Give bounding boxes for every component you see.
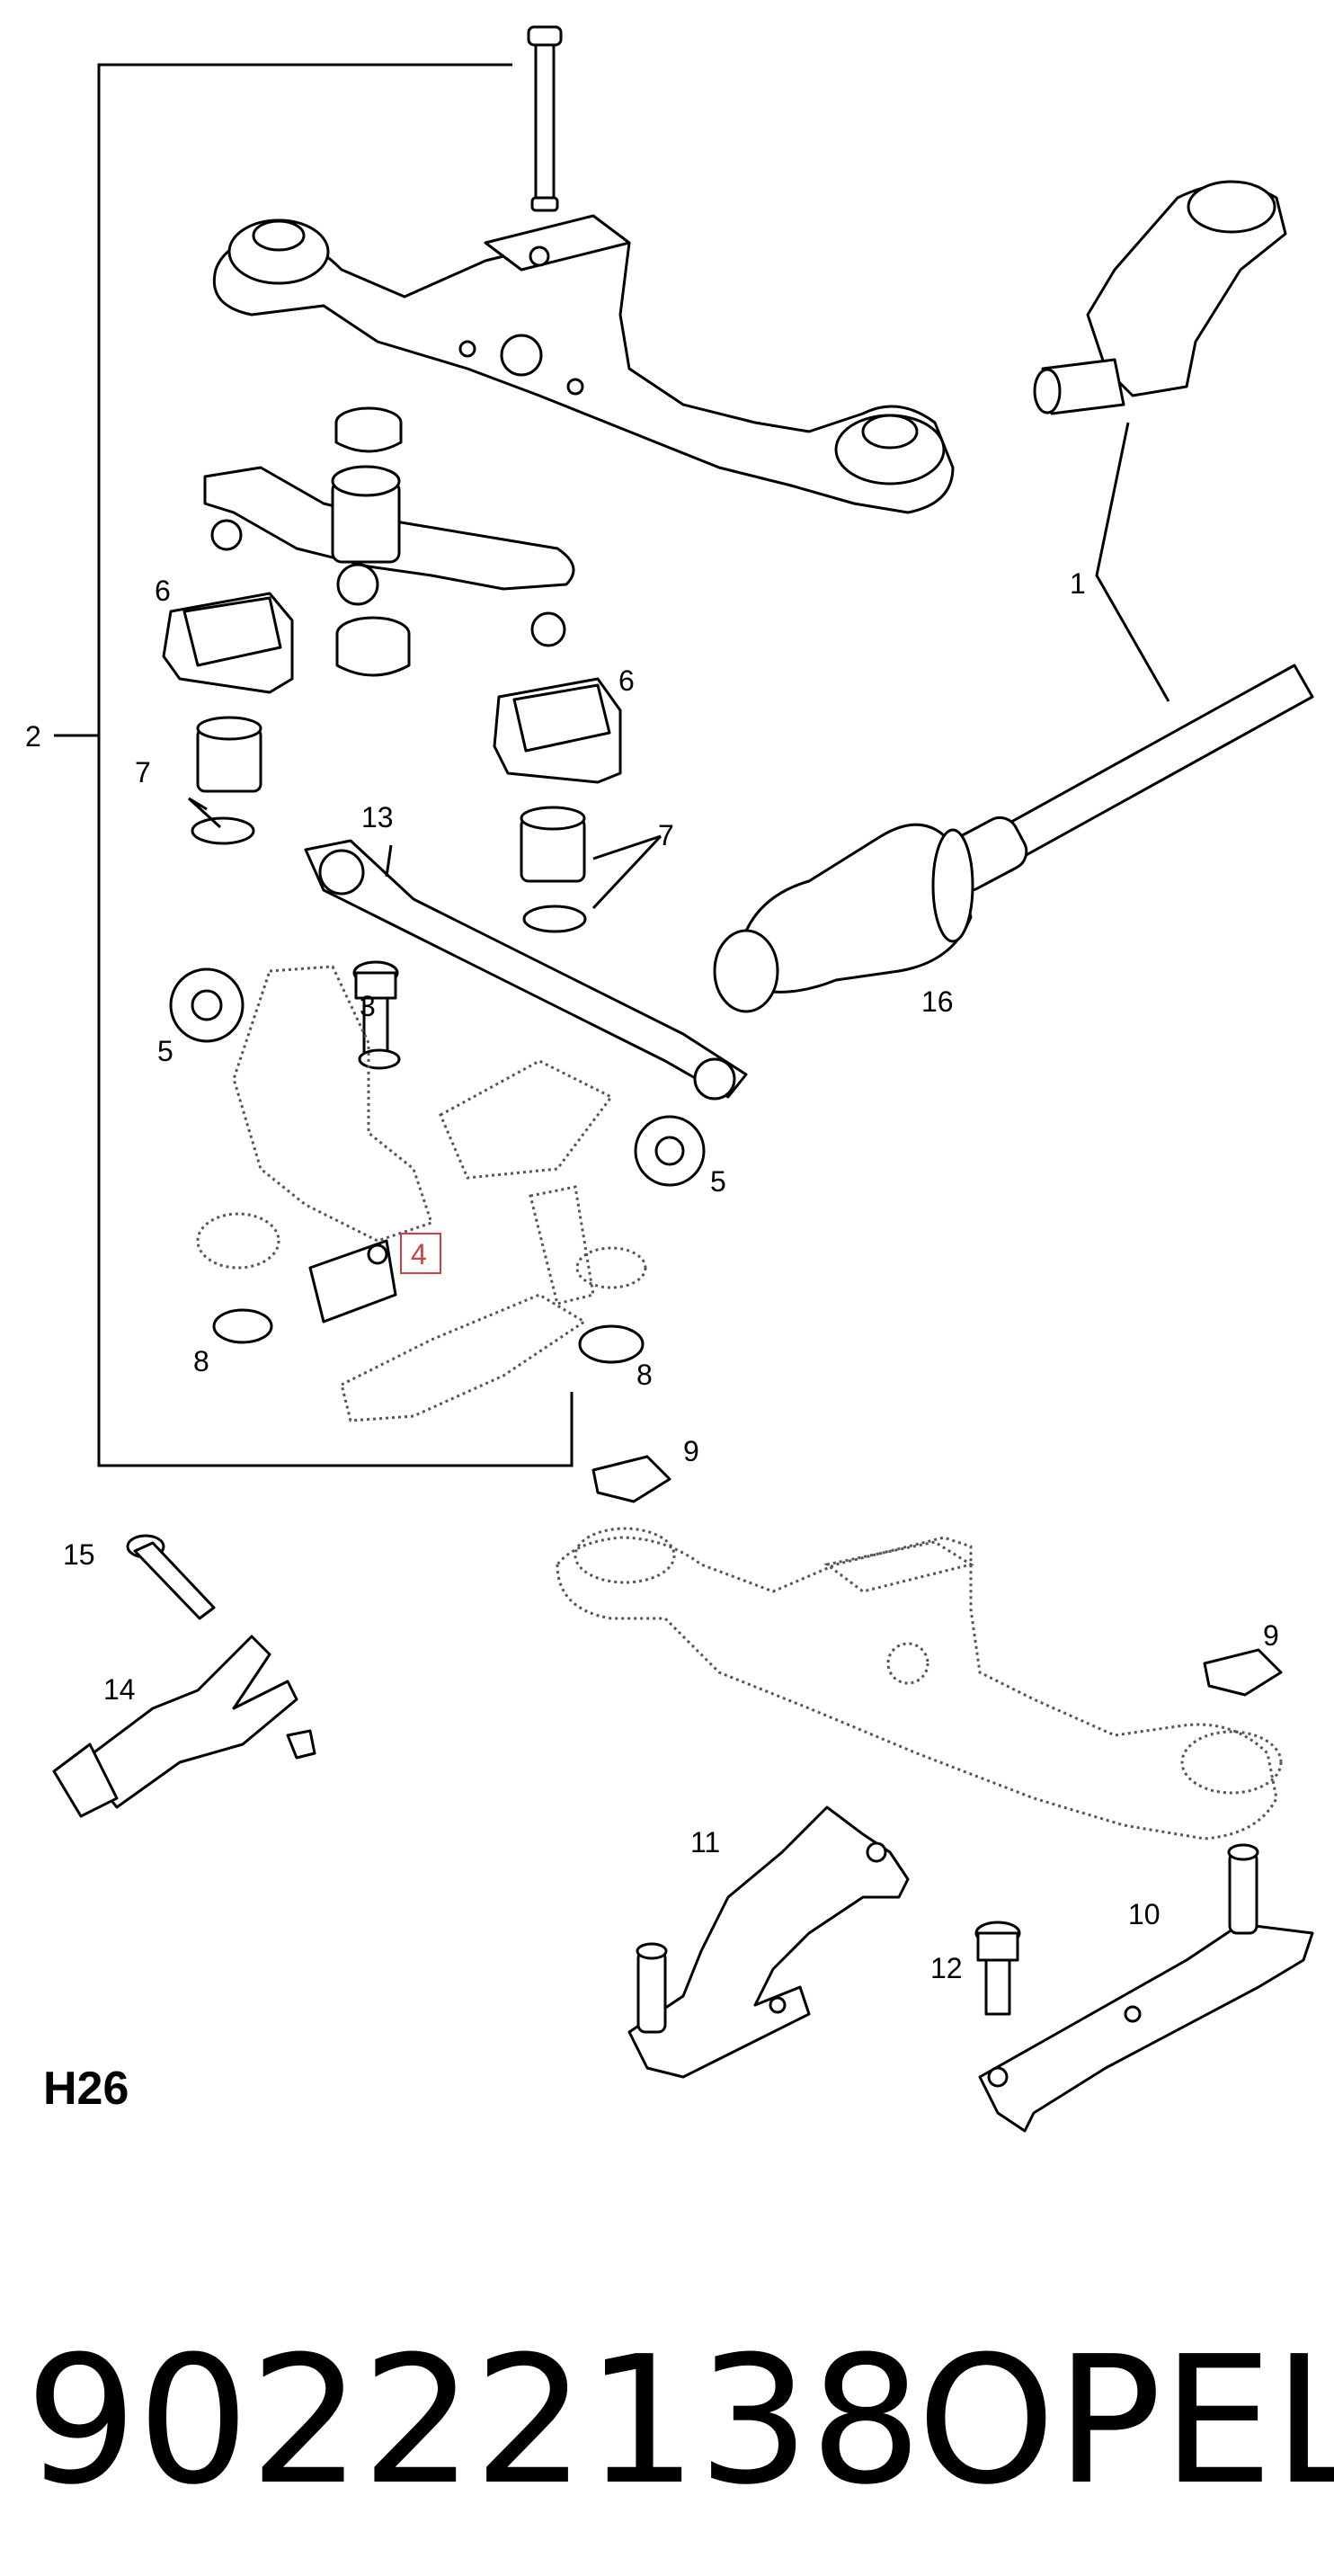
- circlip-8-right: [578, 1324, 645, 1364]
- clip-9-top: [591, 1455, 671, 1503]
- upper-crossmember-bracket: [212, 214, 955, 514]
- circlip-8-left: [212, 1308, 273, 1344]
- callout-12: 12: [930, 1952, 963, 1984]
- callout-8-left: 8: [193, 1345, 209, 1377]
- callout-7-right: 7: [658, 819, 674, 851]
- callout-3: 3: [360, 990, 376, 1022]
- callout-4: 4: [411, 1238, 427, 1270]
- leader-lines: [187, 797, 663, 910]
- callout-7-left: 7: [135, 756, 151, 789]
- callout-16: 16: [921, 985, 954, 1018]
- callout-6-right: 6: [618, 664, 635, 697]
- bush-lower: [335, 616, 411, 677]
- group-bracket-2: [54, 63, 574, 1467]
- shift-housing-1: [1033, 180, 1287, 702]
- callout-8-right: 8: [636, 1359, 653, 1391]
- brand-name: OPEL: [917, 2319, 1334, 2524]
- bushing-5-right: [634, 1115, 706, 1187]
- callout-5-left: 5: [157, 1035, 173, 1067]
- bracket-14: [52, 1635, 316, 1818]
- callout-11: 11: [690, 1826, 720, 1858]
- sleeve-7-right: [520, 806, 587, 933]
- bush-upper: [334, 406, 403, 453]
- shift-pin: [527, 25, 563, 212]
- callout-14: 14: [103, 1673, 136, 1706]
- rubber-block-6-right: [493, 677, 622, 784]
- callout-2: 2: [25, 720, 41, 753]
- rubber-block-6-left: [162, 592, 294, 694]
- callout-9-right: 9: [1263, 1619, 1279, 1652]
- callout-10: 10: [1128, 1898, 1161, 1930]
- bushing-5-left: [169, 967, 245, 1043]
- callout-9-top: 9: [683, 1435, 699, 1467]
- shift-rod: [940, 664, 1314, 893]
- callout-6-left: 6: [155, 575, 171, 607]
- ghost-crossmember: [556, 1527, 1283, 1841]
- callout-labels: 1 2 3 5 5 6 6 7 7 8 8 9 9 10 11 12 13 14…: [25, 567, 1279, 1984]
- callout-5-right: 5: [710, 1165, 726, 1198]
- linkage-rod-13: [304, 839, 748, 1101]
- bolt-12: [974, 1921, 1021, 2016]
- clip-9-right: [1203, 1648, 1283, 1697]
- part-number: 90222138: [25, 2319, 922, 2524]
- sleeve-7-left: [191, 716, 262, 845]
- callout-1: 1: [1070, 567, 1086, 600]
- lever-plate-10: [978, 1843, 1314, 2133]
- callout-15: 15: [63, 1538, 95, 1571]
- callout-13: 13: [361, 801, 394, 833]
- block-4: [308, 1239, 397, 1324]
- group-code-label: H26: [43, 2063, 129, 2115]
- pin-15: [126, 1534, 216, 1620]
- ghost-lever-assembly: [196, 965, 647, 1422]
- lower-lever-plate: [203, 465, 575, 647]
- rubber-boot-16: [713, 823, 974, 1013]
- bracket-11: [627, 1805, 910, 2079]
- callout-4-highlight-box: [400, 1233, 441, 1274]
